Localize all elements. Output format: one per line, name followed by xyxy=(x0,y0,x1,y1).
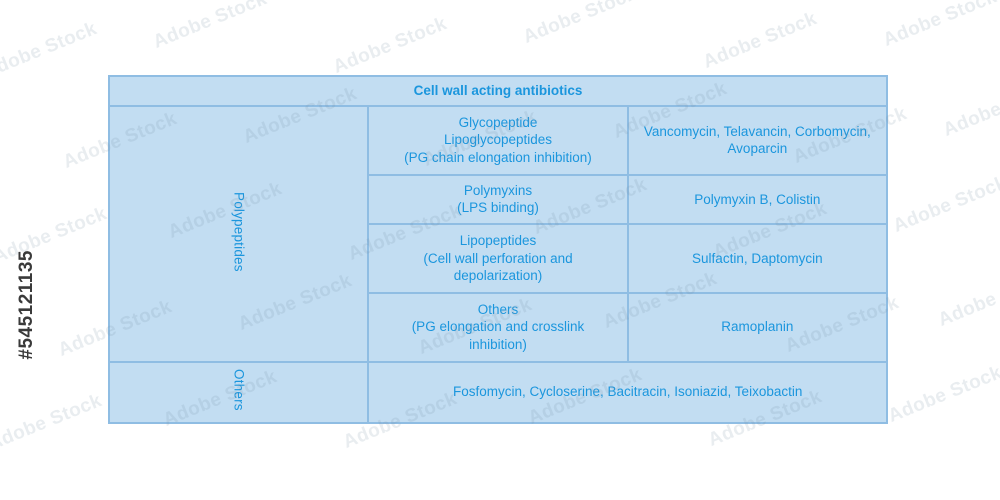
category-line: (LPS binding) xyxy=(457,200,539,216)
table-header-title: Cell wall acting antibiotics xyxy=(108,75,888,107)
watermark-text: Adobe Stock xyxy=(880,0,1000,51)
watermark-text: Adobe Stock xyxy=(890,172,1000,237)
table-row: Polypeptides Glycopeptide Lipoglycopepti… xyxy=(107,105,889,363)
drugs-cell: Vancomycin, Telavancin, Corbomycin, Avop… xyxy=(626,105,889,176)
watermark-text: Adobe Stock xyxy=(150,0,270,53)
antibiotics-table: Cell wall acting antibiotics Polypeptide… xyxy=(107,75,889,425)
category-line: (PG elongation and crosslink xyxy=(411,319,585,335)
category-line: Polymyxins xyxy=(463,182,533,198)
group-cell-polypeptides: Polypeptides xyxy=(107,105,370,363)
watermark-text: Adobe Stock xyxy=(935,266,1000,331)
watermark-text: Adobe Stock xyxy=(0,18,100,83)
category-line: inhibition) xyxy=(469,337,527,353)
drugs-cell: Ramoplanin xyxy=(626,291,889,363)
group-label-polypeptides: Polypeptides xyxy=(231,191,247,272)
group-cell-others: Others xyxy=(107,360,370,425)
watermark-text: Adobe Stock xyxy=(330,13,450,78)
category-line: Lipoglycopeptides xyxy=(443,132,553,148)
category-line: (PG chain elongation inhibition) xyxy=(404,150,592,166)
table-row: Others (PG elongation and crosslink inhi… xyxy=(109,291,889,363)
drugs-cell: Polymyxin B, Colistin xyxy=(626,173,889,226)
category-cell: Lipopeptides (Cell wall perforation and … xyxy=(367,223,629,294)
drugs-cell: Fosfomycin, Cycloserine, Bacitracin, Iso… xyxy=(367,360,888,425)
table-row: Polymyxins (LPS binding) Polymyxin B, Co… xyxy=(109,173,889,226)
stock-id-label: #545121135 xyxy=(16,250,37,360)
category-line: Glycopeptide xyxy=(458,114,538,130)
watermark-text: Adobe Stock xyxy=(0,390,105,455)
table-header-row: Cell wall acting antibiotics xyxy=(108,75,888,107)
category-line: depolarization) xyxy=(453,268,543,284)
category-cell: Glycopeptide Lipoglycopeptides (PG chain… xyxy=(367,105,629,176)
category-line: Others xyxy=(477,301,519,317)
drugs-cell: Sulfactin, Daptomycin xyxy=(626,223,889,294)
group-label-others: Others xyxy=(231,369,247,411)
watermark-text: Adobe Stock xyxy=(940,76,1000,141)
watermark-text: Adobe Stock xyxy=(700,8,820,73)
table-row: Lipopeptides (Cell wall perforation and … xyxy=(109,223,889,294)
category-line: Lipopeptides xyxy=(459,232,537,248)
category-cell: Others (PG elongation and crosslink inhi… xyxy=(367,291,629,363)
table-row: Others Fosfomycin, Cycloserine, Bacitrac… xyxy=(107,360,888,425)
category-cell: Polymyxins (LPS binding) xyxy=(367,173,629,226)
watermark-text: Adobe Stock xyxy=(520,0,640,48)
watermark-text: Adobe Stock xyxy=(885,362,1000,427)
antibiotics-table-container: Cell wall acting antibiotics Polypeptide… xyxy=(107,75,889,425)
category-line: (Cell wall perforation and xyxy=(423,250,573,266)
